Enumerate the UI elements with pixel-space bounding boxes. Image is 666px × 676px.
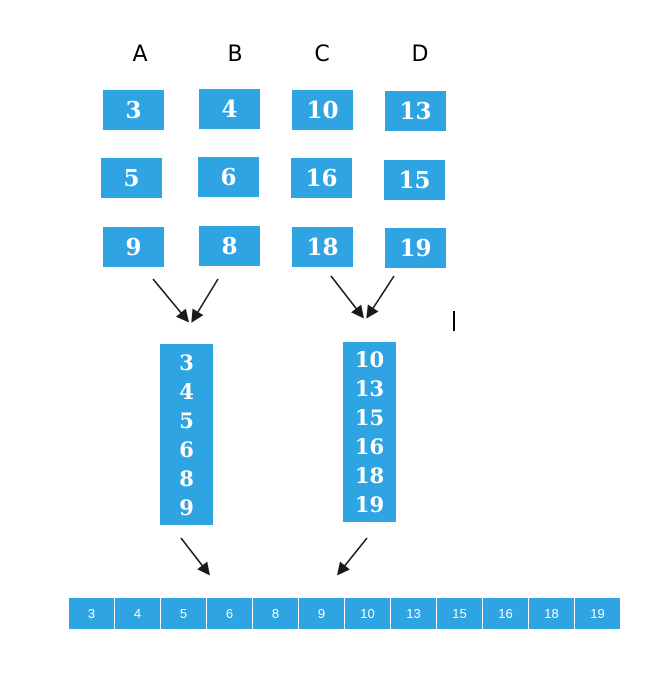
arrow-a-to-ab — [152, 278, 190, 323]
box-b-1: 4 — [199, 89, 260, 129]
final-cell: 4 — [114, 598, 160, 629]
arrow-d-to-cd — [366, 275, 395, 319]
final-cell: 15 — [436, 598, 482, 629]
merged-cd-value: 10 — [354, 347, 385, 372]
merged-cd-value: 16 — [354, 434, 385, 459]
arrow-ab-to-final — [180, 537, 210, 576]
arrow-b-to-ab — [191, 278, 219, 323]
arrow-c-to-cd — [330, 275, 364, 319]
box-a-3: 9 — [103, 227, 164, 267]
merged-cd-value: 15 — [354, 405, 385, 430]
final-cell: 16 — [482, 598, 528, 629]
final-sorted-array: 3 4 5 6 8 9 10 13 15 16 18 19 — [69, 598, 620, 629]
box-d-1: 13 — [385, 91, 446, 131]
final-cell: 5 — [160, 598, 206, 629]
box-c-3: 18 — [292, 227, 353, 267]
final-cell: 18 — [528, 598, 574, 629]
column-header-a: A — [132, 42, 148, 67]
box-c-1: 10 — [292, 90, 353, 130]
box-d-2: 15 — [384, 160, 445, 200]
merged-ab-value: 3 — [179, 350, 194, 375]
column-header-b: B — [227, 42, 243, 67]
final-cell: 19 — [574, 598, 620, 629]
merged-ab-value: 5 — [179, 408, 194, 433]
box-a-1: 3 — [103, 90, 164, 130]
box-c-2: 16 — [291, 158, 352, 198]
merged-ab-value: 6 — [179, 437, 194, 462]
box-d-3: 19 — [385, 228, 446, 268]
final-cell: 9 — [298, 598, 344, 629]
text-cursor — [453, 311, 455, 331]
arrow-cd-to-final — [337, 537, 368, 576]
final-cell: 8 — [252, 598, 298, 629]
merged-cd-value: 19 — [354, 492, 385, 517]
final-cell: 6 — [206, 598, 252, 629]
merged-ab-value: 4 — [179, 379, 194, 404]
final-cell: 13 — [390, 598, 436, 629]
merged-ab-value: 9 — [179, 495, 194, 520]
merged-ab-value: 8 — [179, 466, 194, 491]
box-b-2: 6 — [198, 157, 259, 197]
column-header-d: D — [411, 42, 429, 67]
merged-list-ab: 3 4 5 6 8 9 — [160, 344, 213, 525]
final-cell: 10 — [344, 598, 390, 629]
merged-cd-value: 18 — [354, 463, 385, 488]
box-b-3: 8 — [199, 226, 260, 266]
box-a-2: 5 — [101, 158, 162, 198]
merged-cd-value: 13 — [354, 376, 385, 401]
column-header-c: C — [314, 42, 330, 67]
final-cell: 3 — [87, 606, 96, 621]
merged-list-cd: 10 13 15 16 18 19 — [343, 342, 396, 522]
